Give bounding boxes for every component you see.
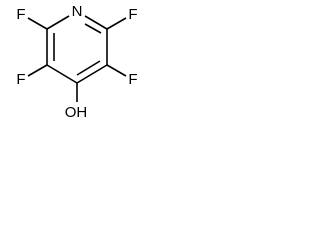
bond-c5-f — [106, 64, 127, 77]
pyridine-ring — [46, 15, 108, 84]
atom-hydroxyl-label: OH — [65, 104, 88, 121]
atom-nitrogen-label: N — [72, 3, 83, 20]
bond-n-c6 — [84, 15, 108, 30]
atom-fluorine-2-label: F — [16, 6, 25, 23]
bond-c2-f — [27, 17, 48, 30]
chemical-structure: N F F F F OH — [16, 3, 137, 121]
atom-fluorine-6-label: F — [128, 6, 137, 23]
bond-c6-f — [106, 17, 127, 30]
atom-fluorine-3-label: F — [16, 71, 25, 88]
bond-n-c2 — [46, 15, 70, 30]
substituent-bonds — [27, 17, 127, 102]
bond-c4-c5-inner — [76, 60, 101, 76]
bond-c3-f — [27, 64, 48, 77]
bond-c3-c4 — [46, 64, 78, 84]
bond-n-c6-inner — [84, 23, 102, 34]
bond-c4-c5 — [76, 64, 108, 84]
atom-fluorine-5-label: F — [128, 71, 137, 88]
